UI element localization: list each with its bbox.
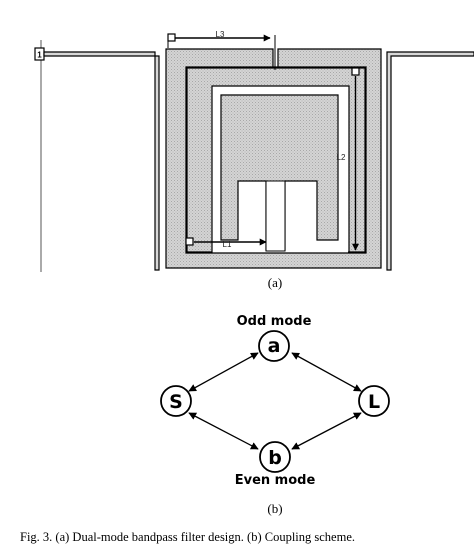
node-even-label: b: [268, 447, 282, 469]
node-even: b: [259, 441, 291, 473]
center-slot: [265, 180, 286, 252]
sublabel-b: (b): [267, 501, 282, 516]
port-label: 1: [37, 51, 42, 60]
right-feed-line: [386, 51, 474, 271]
odd-mode-label: Odd mode: [237, 314, 312, 329]
node-odd: a: [258, 330, 290, 362]
coupling-arrow-s-b: [188, 412, 259, 450]
node-odd-label: a: [268, 335, 281, 357]
figure-caption: Fig. 3. (a) Dual-mode bandpass filter de…: [20, 530, 355, 544]
even-mode-label: Even mode: [235, 473, 316, 488]
l2-label: L2: [337, 153, 346, 162]
dimension-l1: L1: [185, 237, 267, 249]
filter-layout: 1 L3 L2 L1: [34, 30, 474, 290]
resonator-outer-ring: [165, 48, 382, 269]
node-source-label: S: [169, 391, 183, 413]
node-load-label: L: [368, 391, 380, 413]
coupling-arrow-b-l: [291, 412, 362, 450]
left-feed-line: [43, 51, 160, 271]
coupling-scheme: Odd mode Even mode a S L b (b): [160, 314, 390, 516]
coupling-arrow-s-a: [188, 352, 259, 392]
coupling-arrow-a-l: [291, 352, 362, 392]
sublabel-a: (a): [268, 275, 282, 290]
l1-label: L1: [223, 240, 232, 249]
node-source: S: [160, 385, 192, 417]
inner-resonator: [186, 67, 366, 253]
dimension-l3: L3: [167, 30, 276, 70]
dimension-l2: L2: [337, 67, 366, 253]
node-load: L: [358, 385, 390, 417]
l3-label: L3: [216, 30, 225, 39]
